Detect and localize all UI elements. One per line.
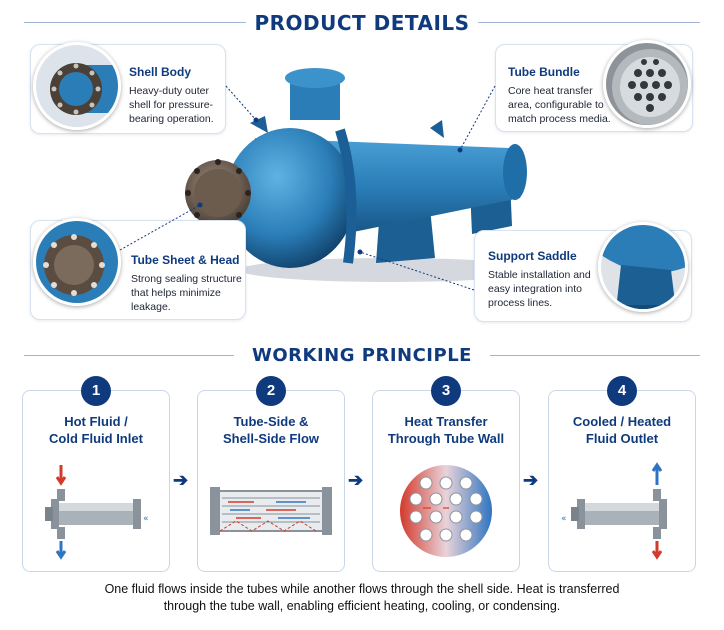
rear-end-cap	[503, 144, 527, 200]
flow-arrow-icon: ➔	[173, 470, 189, 490]
section-rule-left	[24, 355, 234, 356]
shell-body-roundel	[33, 42, 121, 130]
step-number-badge-2: 2	[256, 376, 286, 406]
title-rule-right	[478, 22, 700, 23]
support-saddle-closeup-image	[601, 225, 685, 309]
support-saddle-roundel	[598, 222, 688, 312]
title-rule-left	[24, 22, 246, 23]
ground-shadow	[240, 258, 540, 282]
hot-inlet-arrow-icon	[55, 465, 67, 486]
tube-shell-flow-diagram	[210, 487, 332, 535]
callout-text: Core heat transfer area, configurable to…	[508, 85, 611, 125]
step-number-badge-1: 1	[81, 376, 111, 406]
step-title: Cooled / Heated Fluid Outlet	[572, 414, 672, 446]
inlet-diagram: «	[45, 465, 149, 560]
caption-line-2: through the tube wall, enabling efficien…	[163, 599, 561, 613]
step-number-badge-4: 4	[607, 376, 637, 406]
working-principle-caption: One fluid flows inside the tubes while a…	[20, 581, 704, 615]
section-rule-right	[490, 355, 700, 356]
callout-title: Support Saddle	[488, 249, 577, 263]
tube-bundle-roundel	[603, 40, 691, 128]
tube-sheet-roundel	[33, 218, 121, 306]
callout-title: Tube Bundle	[508, 65, 580, 79]
channel-head	[225, 128, 355, 268]
shell-body-closeup-image	[36, 45, 118, 127]
callout-text: Heavy-duty outer shell for pressure-bear…	[129, 85, 214, 125]
front-flange-face	[194, 169, 242, 217]
callout-title: Shell Body	[129, 65, 192, 79]
step-card-2: Tube-Side & Shell-Side Flow	[197, 390, 345, 572]
leader-support-saddle	[359, 251, 475, 291]
callout-text: Strong sealing structure that helps mini…	[131, 273, 242, 313]
top-nozzle-flange	[285, 68, 345, 88]
step-card-4: Cooled / Heated Fluid Outlet «	[548, 390, 696, 572]
tube-bundle-closeup-image	[606, 43, 688, 125]
leader-tube-sheet	[119, 204, 201, 251]
tube-sheet-closeup-image	[36, 221, 118, 303]
lifting-lug-right	[430, 120, 444, 138]
step-number-badge-3: 3	[431, 376, 461, 406]
callout-text: Stable installation and easy integration…	[488, 269, 591, 309]
heat-exchanger-illustration	[185, 68, 540, 282]
girth-flange	[335, 128, 357, 264]
step-card-1: Hot Fluid / Cold Fluid Inlet «	[22, 390, 170, 572]
leader-tube-bundle	[459, 85, 496, 151]
step-title: Hot Fluid / Cold Fluid Inlet	[49, 414, 143, 446]
cold-outlet-up-arrow-icon	[651, 462, 663, 485]
tube-wall-heat-transfer-diagram	[400, 465, 492, 557]
svg-text:«: «	[561, 514, 567, 524]
step-card-3: Heat Transfer Through Tube Wall	[372, 390, 520, 572]
svg-text:«: «	[143, 514, 149, 524]
working-principle-title: WORKING PRINCIPLE	[252, 345, 472, 366]
step-title: Tube-Side & Shell-Side Flow	[222, 414, 320, 446]
flow-arrow-icon: ➔	[523, 470, 539, 490]
cold-outlet-arrow-icon	[55, 541, 67, 560]
product-details-title: PRODUCT DETAILS	[254, 11, 470, 35]
callout-leader-lines	[119, 85, 496, 291]
leader-shell-body	[225, 85, 257, 121]
callout-title: Tube Sheet & Head	[131, 253, 240, 267]
flow-arrow-icon: ➔	[348, 470, 364, 490]
step-title: Heat Transfer Through Tube Wall	[387, 414, 505, 446]
lifting-lug-left	[250, 116, 268, 133]
caption-line-1: One fluid flows inside the tubes while a…	[104, 582, 620, 596]
hot-outlet-down-arrow-icon	[651, 541, 663, 560]
outlet-diagram: «	[561, 462, 667, 560]
